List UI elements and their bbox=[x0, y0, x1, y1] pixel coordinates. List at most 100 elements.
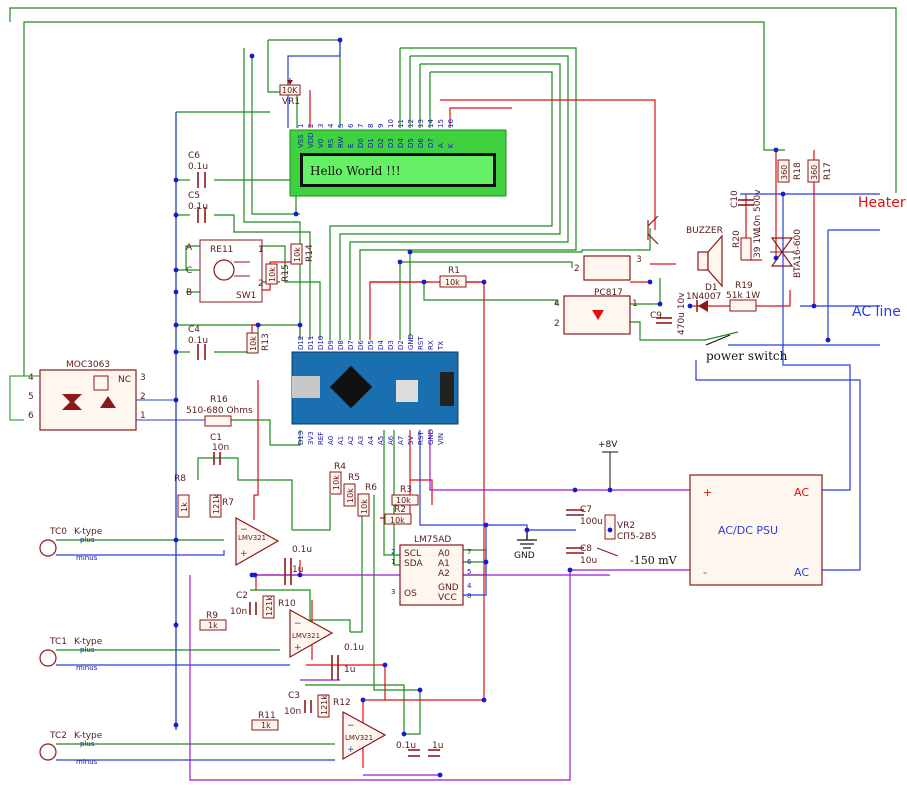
junction-dot bbox=[297, 322, 303, 328]
pc817-pa: 1 bbox=[632, 299, 638, 309]
tc-type: K-type bbox=[74, 527, 103, 537]
lcd-pin-rw: RW bbox=[337, 136, 345, 148]
junction-dot bbox=[173, 212, 179, 218]
r3-value: 10k bbox=[396, 496, 411, 505]
lcd-display: Hello World !!! VSS1VDD2V03RS4RW5E6D07D1… bbox=[289, 119, 507, 197]
r4-name: R4 bbox=[334, 462, 346, 472]
lcd-pin-labels: VSS1VDD2V03RS4RW5E6D07D18D29D310D411D512… bbox=[297, 119, 455, 148]
power-switch bbox=[705, 334, 731, 346]
moc-p6: 6 bbox=[28, 411, 34, 421]
nano-pin-d2: D2 bbox=[397, 340, 405, 350]
r11-value: 1k bbox=[261, 721, 271, 730]
pc817-name: PC817 bbox=[594, 288, 623, 298]
junction-dot bbox=[657, 301, 663, 307]
lm75-pin-sda: SDA bbox=[404, 559, 423, 569]
nano-pin-gnd: GND bbox=[427, 429, 435, 445]
tc-plus: plus bbox=[80, 646, 95, 654]
r9-name: R9 bbox=[206, 611, 218, 621]
junction-dot bbox=[173, 289, 179, 295]
c10-name: C10 bbox=[730, 190, 740, 208]
r18-name: R18 bbox=[793, 162, 803, 180]
c2-value: 10n bbox=[230, 607, 247, 617]
c3-value: 10n bbox=[284, 707, 301, 717]
junction-dot bbox=[249, 53, 255, 59]
capacitor-c3 bbox=[304, 700, 312, 713]
nano-pin-a6: A6 bbox=[387, 435, 395, 445]
junction-dot bbox=[687, 303, 693, 309]
lcd-pin-d5: D5 bbox=[407, 138, 415, 148]
c5-name: C5 bbox=[188, 191, 200, 201]
nano-pin-ref: REF bbox=[317, 432, 325, 445]
nano-pin-d10: D10 bbox=[317, 336, 325, 350]
r16-name: R16 bbox=[210, 395, 228, 405]
re11-c: C bbox=[186, 266, 192, 276]
lcd-pin-num: 5 bbox=[337, 124, 345, 128]
c2-name: C2 bbox=[236, 591, 248, 601]
gnd-label: GND bbox=[514, 551, 535, 561]
lcd-pin-num: 11 bbox=[397, 119, 405, 128]
capacitor-c4 bbox=[197, 344, 206, 360]
lcd-pin-num: 7 bbox=[357, 124, 365, 128]
junction-dot bbox=[173, 322, 179, 328]
junction-dot bbox=[825, 337, 831, 343]
resistor-r13: 10k R13 bbox=[246, 332, 271, 354]
c5-value: 0.1u bbox=[188, 202, 208, 212]
lm75-name: LM75AD bbox=[414, 535, 451, 545]
pc817-p4: 4 bbox=[554, 299, 560, 309]
opamp-u2: LMV321 −+ bbox=[289, 608, 334, 659]
junction-dot bbox=[173, 397, 179, 403]
tc-type: K-type bbox=[74, 731, 103, 741]
tc-minus: minus bbox=[76, 664, 98, 672]
vr2-name: VR2 bbox=[617, 521, 635, 531]
moc-p3: 3 bbox=[140, 373, 146, 383]
buzzer: BUZZER bbox=[686, 226, 723, 288]
lm75-pin-vcc: VCC bbox=[438, 593, 457, 603]
r20-value: 39 1W bbox=[753, 229, 763, 258]
r1-name: R1 bbox=[448, 266, 460, 276]
junction-dot bbox=[173, 622, 179, 628]
r12-value: 121k bbox=[320, 695, 329, 715]
junction-dot bbox=[173, 537, 179, 543]
cap-1u-2: 1u bbox=[344, 665, 355, 675]
capacitor-c9 bbox=[656, 317, 672, 324]
lm75-pin-scl: SCL bbox=[404, 549, 421, 559]
c7-name: C7 bbox=[580, 505, 592, 515]
nano-pin-3v3: 3V3 bbox=[307, 431, 315, 445]
nano-pin-vin: VIN bbox=[437, 433, 445, 445]
moc-p2: 2 bbox=[140, 392, 146, 402]
svg-text:−: − bbox=[294, 619, 302, 629]
r5-value: 10k bbox=[346, 488, 355, 503]
junction-dot bbox=[297, 572, 303, 578]
tc-name: TC2 bbox=[49, 731, 67, 741]
lm75-pin-num: 2 bbox=[391, 548, 395, 556]
vr2-value: СП5-2В5 bbox=[617, 532, 657, 542]
nano-pin-d8: D8 bbox=[337, 340, 345, 350]
lcd-pin-num: 2 bbox=[307, 124, 315, 128]
lcd-pin-vdd: VDD bbox=[307, 132, 315, 148]
nano-pin-a1: A1 bbox=[337, 436, 345, 445]
lcd-pin-d3: D3 bbox=[387, 138, 395, 148]
moc3063: MOC3063 NC 4 5 6 3 2 1 bbox=[9, 360, 205, 431]
r17-name: R17 bbox=[823, 162, 833, 180]
lcd-pin-num: 13 bbox=[417, 119, 425, 128]
nano-pin-a7: A7 bbox=[397, 436, 405, 445]
r10-value: 121k bbox=[265, 596, 274, 616]
r13-value: 10k bbox=[249, 336, 258, 351]
c4-value: 0.1u bbox=[188, 336, 208, 346]
sw1: SW1 bbox=[236, 291, 256, 301]
capacitor-c7 bbox=[566, 509, 584, 516]
r14-value: 10k bbox=[293, 247, 302, 262]
r14-name: R14 bbox=[305, 244, 315, 262]
ac-line-label: AC line bbox=[852, 304, 901, 320]
psu-block: AC/DC PSU + - AC AC bbox=[689, 474, 823, 586]
pc817-pb: 2 bbox=[554, 319, 560, 329]
r18-value: 360 bbox=[780, 165, 789, 180]
junction-dot bbox=[607, 527, 613, 533]
lcd-pin-d6: D6 bbox=[417, 138, 425, 148]
vr1-value: 10K bbox=[282, 86, 298, 95]
buzzer-name: BUZZER bbox=[686, 226, 723, 236]
junction-dot bbox=[437, 772, 443, 778]
thermocouple-1 bbox=[39, 649, 57, 667]
